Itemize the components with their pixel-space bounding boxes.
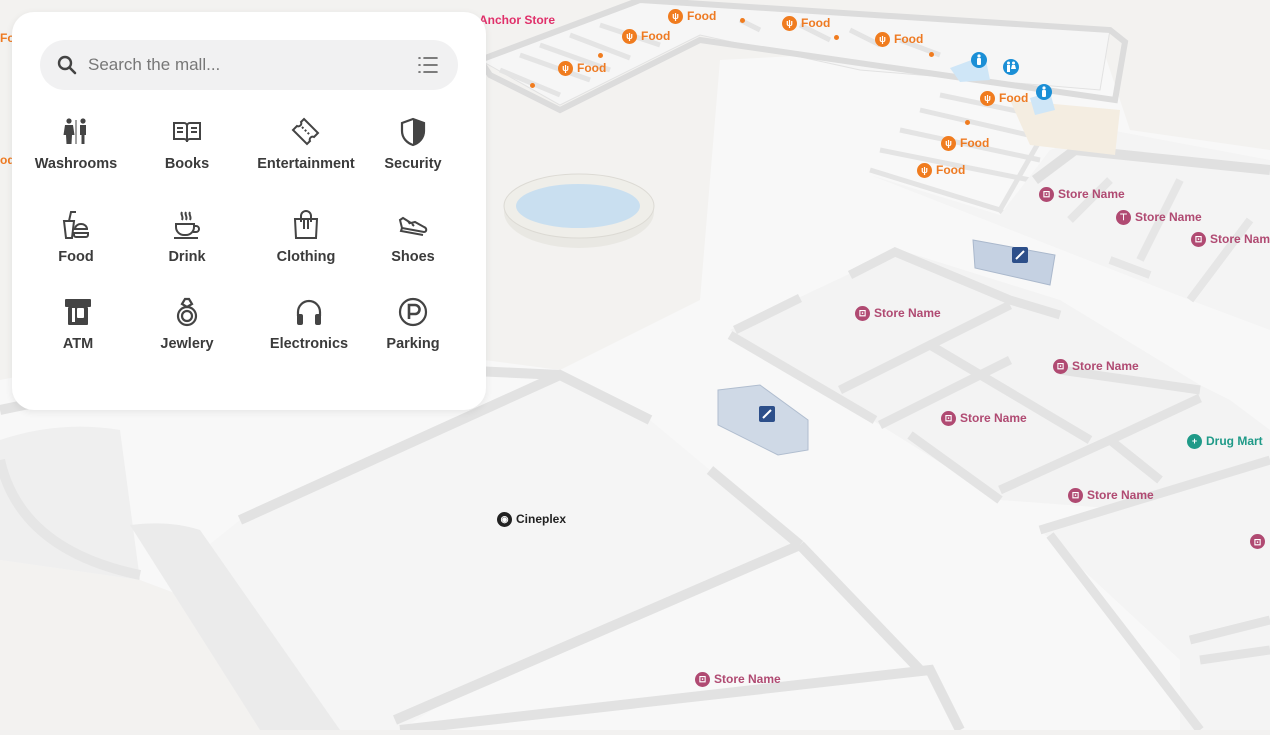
fork-knife-icon: ψ [980, 90, 995, 106]
fork-knife-icon: ψ [622, 28, 637, 44]
store-pin[interactable]: ⊡Store Name [1068, 487, 1154, 503]
books-icon [173, 122, 201, 143]
plus-icon: + [1187, 433, 1202, 449]
store-pin[interactable]: ⊡Store Name [941, 410, 1027, 426]
bag-icon: ⊡ [1250, 534, 1265, 549]
store-pin[interactable]: ⊤Store Name [1116, 209, 1202, 225]
washroom-family-icon[interactable] [1003, 59, 1019, 75]
fork-knife-icon: ψ [875, 31, 890, 47]
shirt-icon: ⊤ [1116, 209, 1131, 225]
store-pin[interactable]: ⊡Store Name [695, 671, 781, 687]
film-reel-icon: ◉ [497, 511, 512, 527]
store-pin[interactable]: ⊡Store Name [1039, 186, 1125, 202]
electronics-icon [296, 299, 322, 325]
drink-icon [174, 211, 200, 239]
bag-icon: ⊡ [1039, 186, 1054, 202]
category-security[interactable]: Security [358, 116, 468, 186]
category-electronics[interactable]: Electronics [254, 296, 364, 366]
store-pin-partial[interactable]: ⊡ [1250, 534, 1265, 549]
jewlery-icon [176, 297, 198, 327]
fork-knife-icon: ψ [668, 8, 683, 24]
store-pin[interactable]: ⊡Store Name [855, 305, 941, 321]
fork-knife-icon: ψ [558, 60, 573, 76]
parking-icon [398, 297, 428, 327]
food-icon [62, 211, 89, 239]
fork-knife-icon: ψ [782, 15, 797, 31]
store-pin[interactable]: ⊡Store Nam [1191, 231, 1270, 247]
category-food[interactable]: Food [21, 209, 131, 279]
washroom-men-icon[interactable] [971, 52, 987, 68]
food-dot [929, 52, 934, 57]
security-icon [400, 117, 426, 147]
food-pin-partial[interactable]: Fo [0, 31, 15, 45]
cineplex-pin[interactable]: ◉Cineplex [497, 511, 566, 527]
category-jewlery[interactable]: Jewlery [132, 296, 242, 366]
category-clothing[interactable]: Clothing [251, 209, 361, 279]
food-dot [834, 35, 839, 40]
category-atm[interactable]: ATM [23, 296, 133, 366]
washrooms-icon [63, 118, 86, 144]
category-shoes[interactable]: Shoes [358, 209, 468, 279]
entertainment-icon [291, 117, 320, 146]
shoes-icon [398, 216, 428, 236]
food-dot [598, 53, 603, 58]
list-view-icon[interactable] [416, 54, 440, 76]
search-panel: Washrooms Books Entertainment Security F… [12, 12, 486, 410]
clothing-icon [293, 210, 319, 239]
category-drink[interactable]: Drink [132, 209, 242, 279]
drug-mart-pin[interactable]: +Drug Mart [1187, 433, 1263, 449]
washroom-men-icon[interactable] [1036, 84, 1052, 100]
atm-icon [65, 299, 91, 325]
category-washrooms[interactable]: Washrooms [21, 116, 131, 186]
fork-knife-icon: ψ [941, 135, 956, 151]
bag-icon: ⊡ [695, 671, 710, 687]
bag-icon: ⊡ [1191, 231, 1206, 247]
search-bar [40, 40, 458, 90]
bag-icon: ⊡ [1068, 487, 1083, 503]
food-dot [740, 18, 745, 23]
search-icon[interactable] [56, 54, 78, 76]
food-pin-partial[interactable]: od [0, 153, 15, 167]
search-input[interactable] [88, 40, 388, 90]
fork-knife-icon: ψ [917, 162, 932, 178]
category-parking[interactable]: Parking [358, 296, 468, 366]
food-dot [965, 120, 970, 125]
category-books[interactable]: Books [132, 116, 242, 186]
category-entertainment[interactable]: Entertainment [251, 116, 361, 186]
bag-icon: ⊡ [855, 305, 870, 321]
store-pin[interactable]: ⊡Store Name [1053, 358, 1139, 374]
bag-icon: ⊡ [1053, 358, 1068, 374]
food-dot [530, 83, 535, 88]
bag-icon: ⊡ [941, 410, 956, 426]
